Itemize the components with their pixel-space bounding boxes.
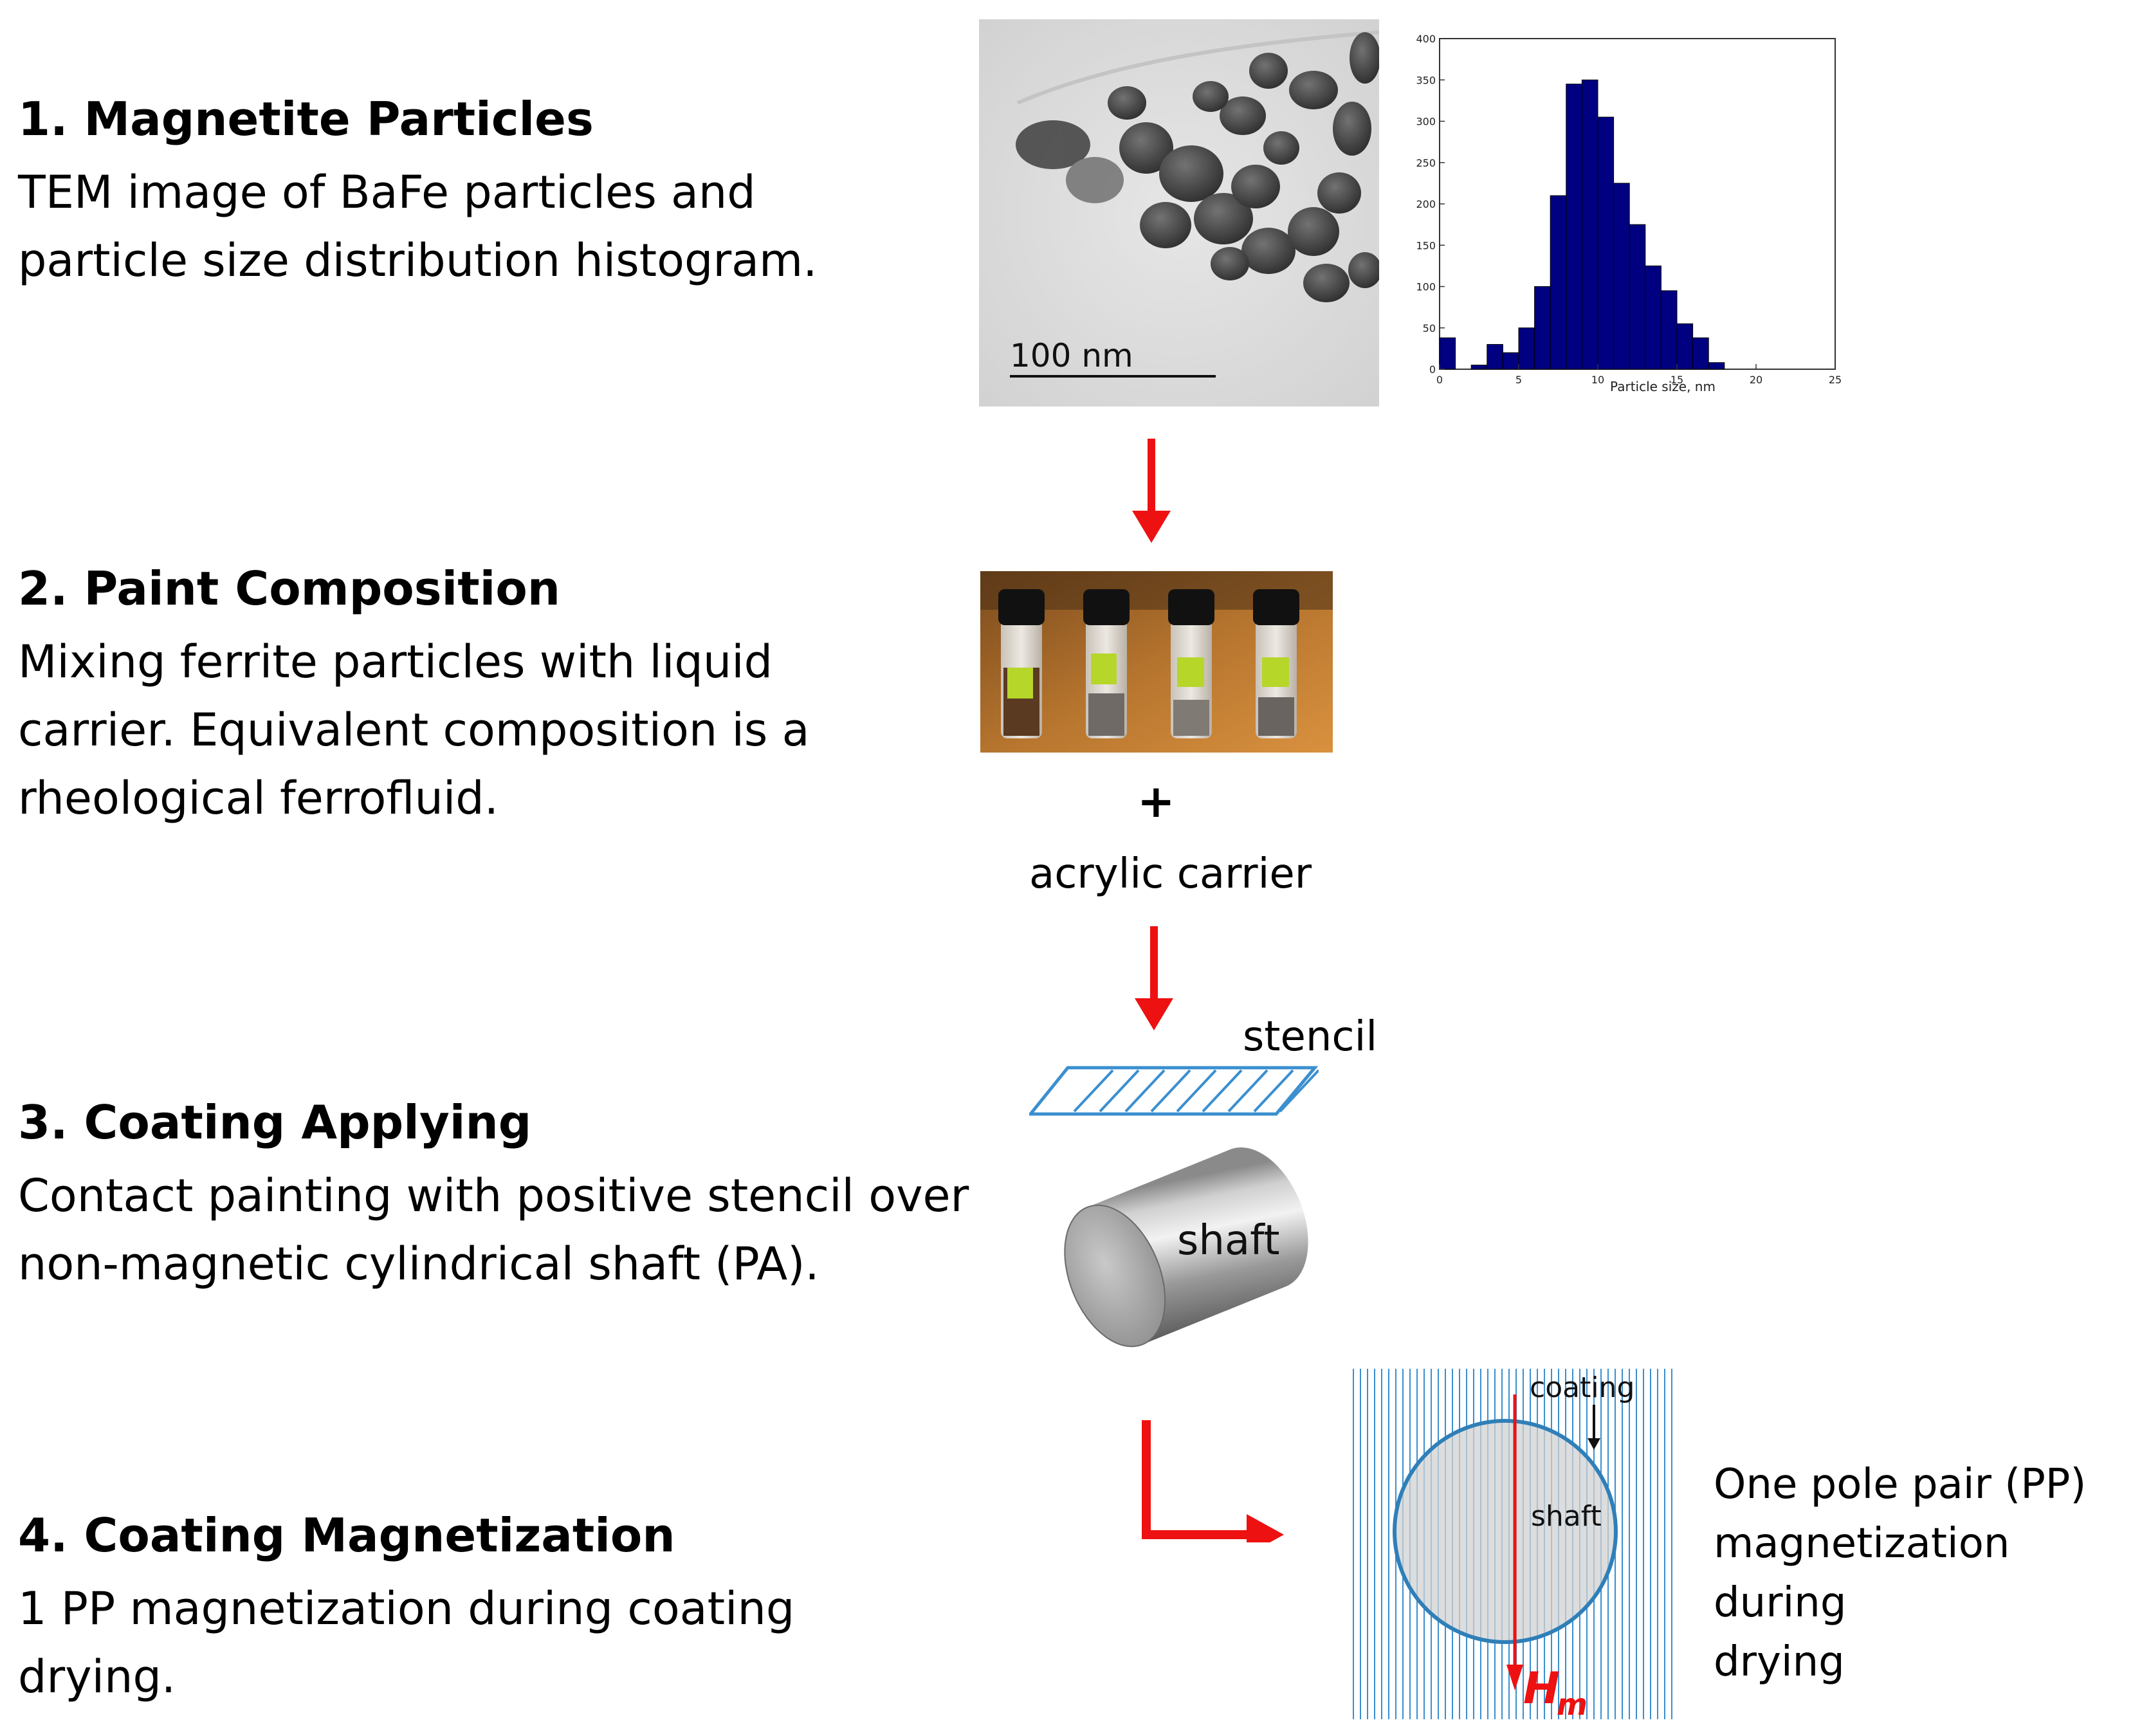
shaft-cylinder: shaft: [1064, 1147, 1308, 1348]
histogram-bar: [1613, 183, 1630, 370]
histogram-bar: [1550, 195, 1567, 370]
step-3-description: Contact painting with positive stencil o…: [18, 1169, 969, 1290]
step-4-description: 1 PP magnetization during coating drying…: [18, 1582, 795, 1703]
y-tick-label: 150: [1416, 239, 1436, 251]
stencil-stripe: [1099, 1069, 1140, 1113]
histogram-bar: [1676, 323, 1694, 370]
x-axis-label: Particle size, nm: [1610, 379, 1716, 394]
down-arrow-1: [1132, 439, 1171, 543]
histogram-bar: [1597, 116, 1615, 370]
field-subscript: m: [1557, 1687, 1588, 1719]
y-tick-label: 100: [1416, 281, 1436, 293]
acrylic-carrier-label: acrylic carrier: [1029, 850, 1312, 898]
histogram-bar: [1470, 365, 1488, 370]
step-2-description: Mixing ferrite particles with liquid car…: [18, 635, 810, 825]
step-1: 1. Magnetite Particles TEM image of BaFe…: [18, 95, 1021, 295]
step-3-title: 3. Coating Applying: [18, 1095, 532, 1149]
histogram-bar: [1439, 337, 1456, 370]
x-tick-label: 20: [1750, 374, 1762, 386]
y-tick-label: 200: [1416, 198, 1436, 210]
y-tick-label: 400: [1416, 33, 1436, 45]
y-tick-label: 350: [1416, 74, 1436, 86]
vials-photo: [980, 571, 1333, 753]
x-tick-label: 10: [1591, 374, 1604, 386]
stencil-stripe: [1253, 1069, 1294, 1113]
y-tick-label: 300: [1416, 116, 1436, 128]
scale-bar-label: 100 nm: [1010, 337, 1133, 374]
down-arrow-2: [1135, 926, 1173, 1030]
step-4: 4. Coating Magnetization 1 PP magnetizat…: [18, 1508, 1021, 1711]
y-tick-label: 250: [1416, 157, 1436, 169]
histogram-bar: [1708, 362, 1725, 370]
histogram-bar: [1487, 343, 1503, 370]
histogram-bar: [1629, 224, 1646, 370]
shaft-cross-section: [1393, 1419, 1618, 1644]
histogram-bar: [1645, 265, 1661, 370]
y-tick-label: 50: [1423, 322, 1436, 334]
histogram-bar: [1581, 79, 1598, 370]
pole-pair-note: One pole pair (PP) magnetization during …: [1714, 1461, 2087, 1686]
stencil-stripe: [1150, 1069, 1191, 1113]
step-2: 2. Paint Composition Mixing ferrite part…: [18, 562, 1021, 832]
l-shaped-arrow: [1142, 1420, 1284, 1542]
step-1-description: TEM image of BaFe particles and particle…: [18, 165, 818, 287]
stencil-stripe: [1124, 1069, 1166, 1113]
plus-sign: +: [1137, 775, 1175, 828]
stencil-stripe: [1073, 1069, 1114, 1113]
coating-label: coating: [1530, 1371, 1634, 1404]
x-tick-label: 5: [1515, 374, 1522, 386]
step-3: 3. Coating Applying Contact painting wit…: [18, 1095, 1021, 1298]
histogram-bar: [1692, 337, 1709, 370]
magnetization-diagram: shaft coating H m: [1351, 1369, 1676, 1719]
shaft-cross-section-label: shaft: [1531, 1500, 1602, 1533]
histogram-bar: [1566, 84, 1582, 370]
stencil-stripe: [1176, 1069, 1217, 1113]
x-tick-label: 0: [1436, 374, 1443, 386]
stencil-stripe: [1202, 1069, 1243, 1113]
stencil-graphic: [1029, 1066, 1319, 1116]
x-tick-label: 25: [1829, 374, 1842, 386]
histogram-bar: [1518, 327, 1535, 370]
shaft-label: shaft: [1177, 1217, 1280, 1265]
histogram-bar: [1502, 352, 1519, 370]
field-symbol: H: [1523, 1663, 1560, 1714]
histogram-bar: [1660, 290, 1678, 370]
stencil-stripe: [1279, 1069, 1319, 1113]
tem-image: 100 nm: [979, 19, 1379, 407]
stencil-stripe: [1227, 1069, 1268, 1113]
step-1-title: 1. Magnetite Particles: [18, 92, 594, 146]
y-tick-label: 0: [1429, 363, 1436, 376]
x-tick-label: 15: [1670, 374, 1683, 386]
histogram-bar: [1534, 286, 1551, 370]
step-2-title: 2. Paint Composition: [18, 562, 561, 616]
step-4-title: 4. Coating Magnetization: [18, 1508, 675, 1562]
stencil-label: stencil: [1243, 1013, 1378, 1061]
